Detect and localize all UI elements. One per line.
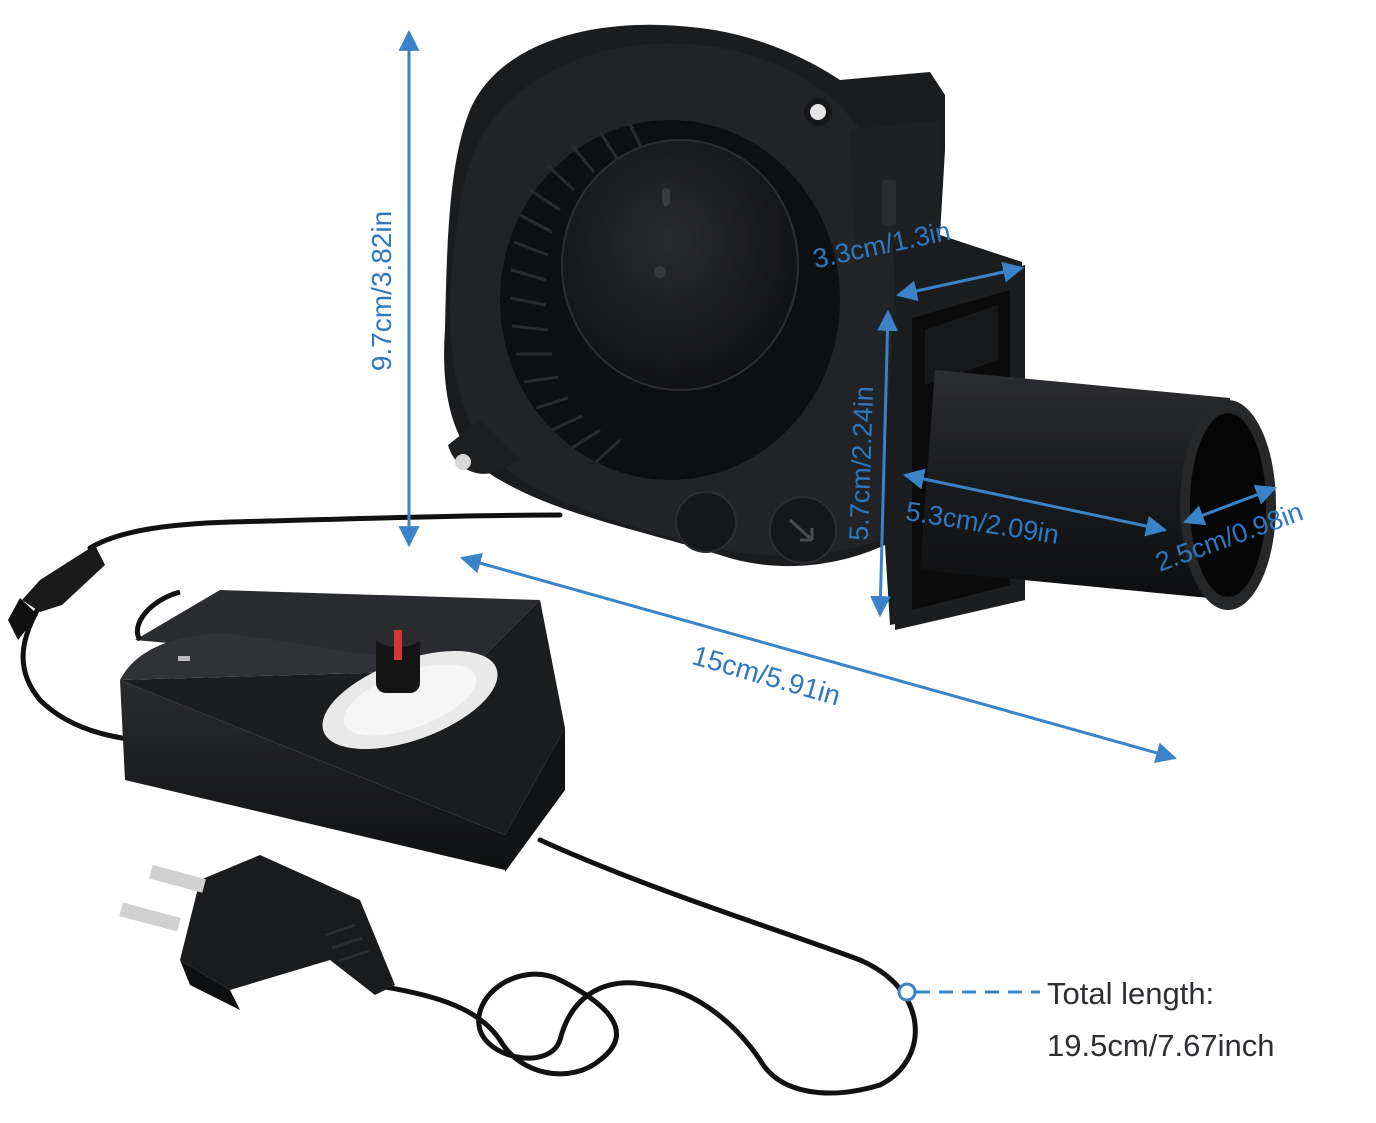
depth-arrow xyxy=(459,552,1178,764)
outlet-width-arrow xyxy=(895,261,1025,302)
blower-fan xyxy=(444,24,1276,630)
dc-connector xyxy=(8,545,105,640)
tube-length-arrow xyxy=(902,468,1168,537)
outlet-height-arrow xyxy=(870,309,898,618)
cable-leader-dot xyxy=(897,982,917,1002)
us-plug xyxy=(119,855,395,1010)
speed-controller xyxy=(120,589,565,872)
cable-length-value: 19.5cm/7.67inch xyxy=(1047,1028,1275,1063)
tube-diameter-arrow xyxy=(1183,484,1277,526)
power-cable xyxy=(369,837,918,1096)
cable-length-label: Total length: xyxy=(1047,976,1215,1011)
dimension-arrows xyxy=(398,29,1277,994)
height-label: 9.7cm/3.82in xyxy=(366,210,397,372)
